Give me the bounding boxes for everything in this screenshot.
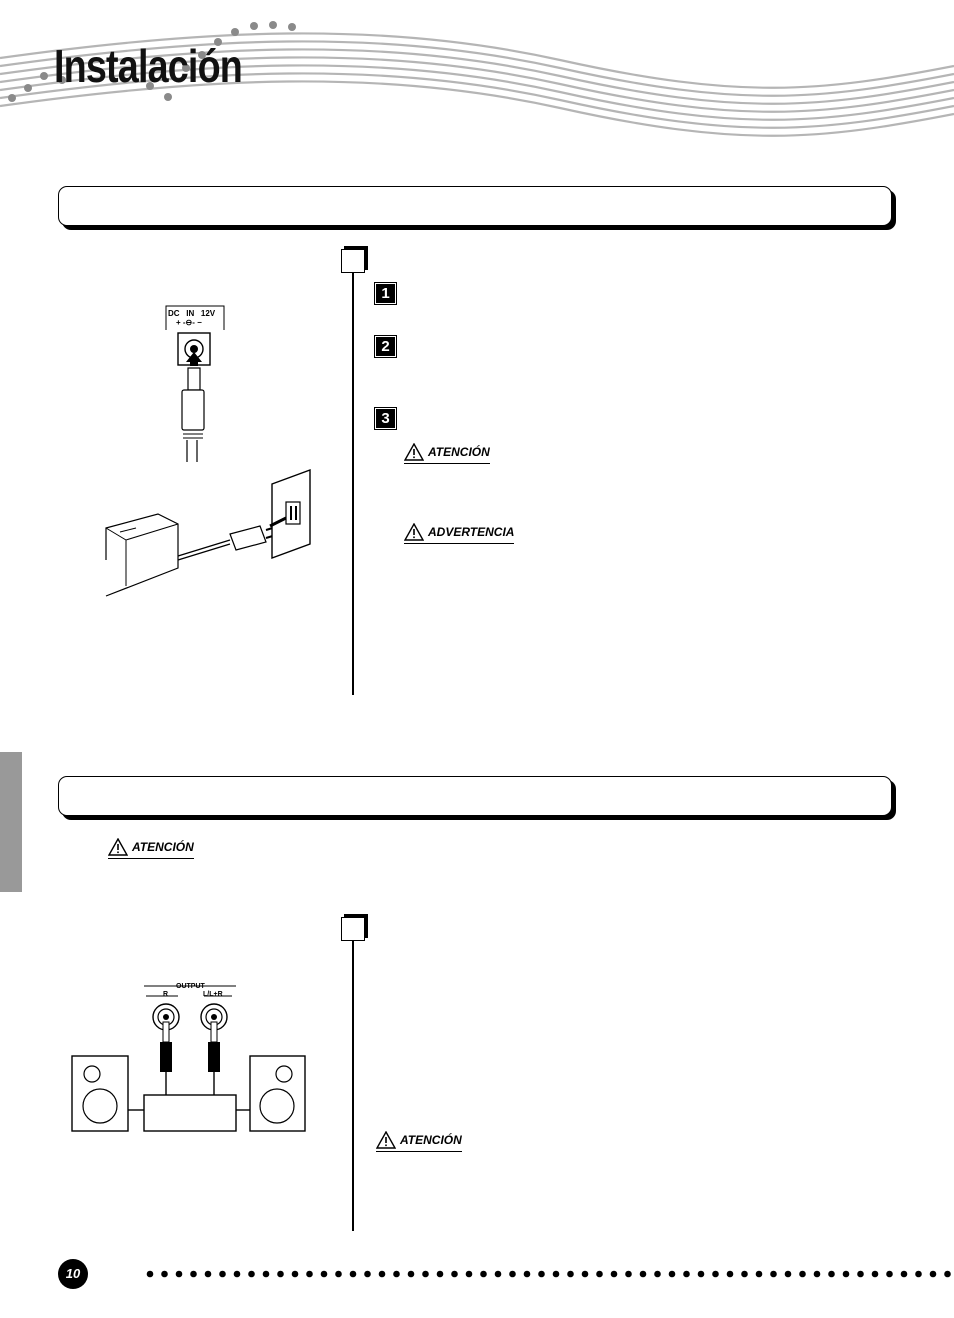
footer-dot <box>146 1270 154 1278</box>
footer-dot <box>509 1270 516 1278</box>
section-header-bar <box>58 776 892 816</box>
footer-dot <box>306 1270 313 1278</box>
footer-dot <box>639 1270 647 1278</box>
step-number-2: 2 <box>374 335 397 358</box>
dc-in-jack-illustration <box>165 305 225 462</box>
speaker-connection-illustration <box>71 985 306 1132</box>
footer-dot <box>248 1270 255 1278</box>
footer-dot <box>538 1270 545 1278</box>
footer-dot <box>842 1270 850 1278</box>
footer-dot <box>190 1270 197 1278</box>
footer-dot <box>944 1270 951 1278</box>
header-wave-decoration <box>0 21 954 137</box>
footer-dot <box>451 1270 458 1278</box>
footer-dot <box>683 1270 690 1278</box>
footer-dot <box>857 1270 864 1278</box>
footer-dot <box>784 1270 792 1278</box>
footer-dot <box>291 1270 299 1278</box>
footer-dot <box>567 1270 574 1278</box>
footer-dot <box>726 1270 734 1278</box>
footer-dot <box>349 1270 357 1278</box>
jack-label: DC IN 12V + -⊖- − <box>168 309 215 327</box>
footer-dot <box>813 1270 821 1278</box>
step-number-1: 1 <box>374 282 397 305</box>
footer-dot <box>393 1270 400 1278</box>
jack-label-line2: + -⊖- − <box>176 318 202 327</box>
footer-dot-rule <box>146 1270 951 1278</box>
footer-dot <box>161 1270 168 1278</box>
footer-dot <box>465 1270 473 1278</box>
footer-dot <box>654 1270 661 1278</box>
jack-r-label: R <box>163 991 169 998</box>
footer-dot <box>871 1270 879 1278</box>
output-label: OUTPUT <box>176 983 205 990</box>
footer-dot <box>886 1270 893 1278</box>
warning-triangle-icon <box>404 523 424 541</box>
footer-dot <box>378 1270 386 1278</box>
jack-label-line1: DC IN 12V <box>168 309 216 318</box>
jack-l-label: L/L+R <box>203 991 223 998</box>
footer-dot <box>828 1270 835 1278</box>
warning-notice: ADVERTENCIA <box>404 523 515 544</box>
footer-dot <box>770 1270 777 1278</box>
footer-dot <box>610 1270 618 1278</box>
warning-triangle-icon <box>376 1131 396 1149</box>
caution-label: ATENCIÓN <box>428 445 490 459</box>
footer-dot <box>422 1270 429 1278</box>
warning-triangle-icon <box>108 838 128 856</box>
footer-dot <box>262 1270 270 1278</box>
warning-triangle-icon <box>404 443 424 461</box>
step-number-3: 3 <box>374 407 397 430</box>
footer-dot <box>929 1270 937 1278</box>
ac-adapter-illustration <box>105 468 311 597</box>
footer-dot <box>741 1270 748 1278</box>
footer-dot <box>552 1270 560 1278</box>
column-divider <box>352 273 354 695</box>
check-square-icon <box>341 249 365 273</box>
footer-dot <box>436 1270 444 1278</box>
page-number: 10 <box>58 1259 88 1289</box>
side-tab-marker <box>0 752 22 892</box>
column-divider <box>352 941 354 1231</box>
footer-dot <box>581 1270 589 1278</box>
footer-dot <box>219 1270 226 1278</box>
footer-dot <box>755 1270 763 1278</box>
footer-dot <box>233 1270 241 1278</box>
caution-label: ATENCIÓN <box>400 1133 462 1147</box>
footer-dot <box>204 1270 212 1278</box>
warning-label: ADVERTENCIA <box>428 525 515 539</box>
footer-dot <box>799 1270 806 1278</box>
footer-dot <box>900 1270 908 1278</box>
footer-dot <box>668 1270 676 1278</box>
footer-dot <box>523 1270 531 1278</box>
section-header-bar <box>58 186 892 226</box>
caution-notice: ATENCIÓN <box>376 1131 462 1152</box>
page-title: Instalación <box>54 40 243 92</box>
footer-dot <box>712 1270 719 1278</box>
footer-dot <box>697 1270 705 1278</box>
check-square-icon <box>341 917 365 941</box>
footer-dot <box>277 1270 284 1278</box>
footer-dot <box>335 1270 342 1278</box>
footer-dot <box>480 1270 487 1278</box>
footer-dot <box>407 1270 415 1278</box>
footer-dot <box>364 1270 371 1278</box>
caution-notice: ATENCIÓN <box>108 838 194 859</box>
footer-dot <box>175 1270 183 1278</box>
caution-notice: ATENCIÓN <box>404 443 490 464</box>
footer-dot <box>625 1270 632 1278</box>
footer-dot <box>915 1270 922 1278</box>
footer-dot <box>494 1270 502 1278</box>
footer-dot <box>320 1270 328 1278</box>
footer-dot <box>596 1270 603 1278</box>
caution-label: ATENCIÓN <box>132 840 194 854</box>
